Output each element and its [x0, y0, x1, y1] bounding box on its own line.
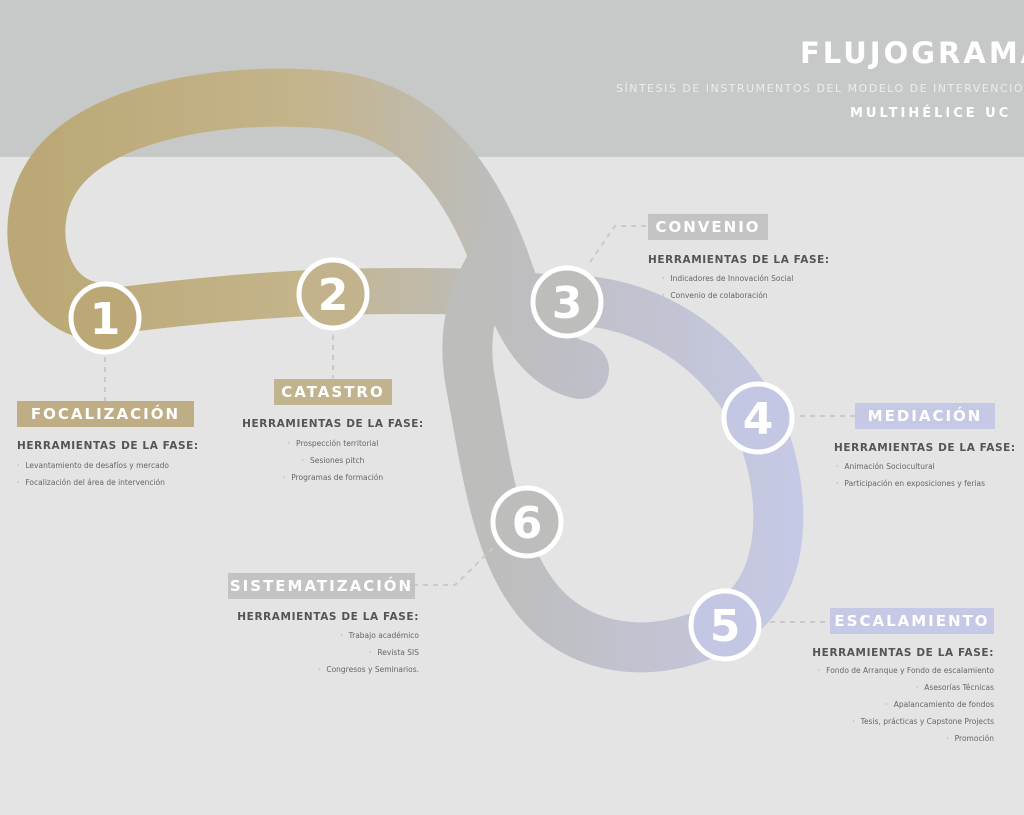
tools-heading-6: HERRAMIENTAS DE LA FASE: — [237, 611, 419, 623]
phase-node-6: 6 — [490, 485, 564, 559]
tool-item: Convenio de colaboración — [662, 287, 793, 304]
tool-item: Sesiones pitch — [223, 452, 443, 469]
tools-heading-5: HERRAMIENTAS DE LA FASE: — [812, 647, 994, 659]
phase-node-circle — [296, 257, 370, 331]
phase-label-escalamiento: ESCALAMIENTO — [830, 608, 994, 634]
phase-node-number: 2 — [318, 270, 349, 321]
phase-node-number: 4 — [743, 394, 774, 445]
phase-node-circle — [530, 265, 604, 339]
tools-heading-1: HERRAMIENTAS DE LA FASE: — [17, 440, 199, 452]
phase-label-focalizacion: FOCALIZACIÓN — [17, 401, 194, 427]
tool-item: Trabajo académico — [199, 627, 419, 644]
tool-item: Animación Sociocultural — [836, 458, 985, 475]
tool-item: Programas de formación — [223, 469, 443, 486]
phase-node-number: 1 — [90, 294, 121, 345]
tool-item: Tesis, prácticas y Capstone Projects — [744, 713, 994, 730]
phase-label-convenio: CONVENIO — [648, 214, 768, 240]
page-subtitle-brand: MULTIHÉLICE UC — [850, 106, 1012, 121]
tools-heading-3: HERRAMIENTAS DE LA FASE: — [648, 254, 830, 266]
phase-node-circle — [688, 588, 762, 662]
tools-list-2: Prospección territorial Sesiones pitch P… — [223, 435, 443, 486]
tool-item: Revista SIS — [199, 644, 419, 661]
phase-node-circle — [68, 281, 142, 355]
tools-list-4: Animación Sociocultural Participación en… — [836, 458, 985, 492]
phase-label-sistematizacion: SISTEMATIZACIÓN — [228, 573, 415, 599]
tool-item: Fondo de Arranque y Fondo de escalamient… — [744, 662, 994, 679]
phase-node-5: 5 — [688, 588, 762, 662]
phase-node-1: 1 — [68, 281, 142, 355]
page-title: FLUJOGRAMA — [800, 36, 1024, 70]
tools-list-5: Fondo de Arranque y Fondo de escalamient… — [744, 662, 994, 747]
tools-list-3: Indicadores de Innovación Social Conveni… — [662, 270, 793, 304]
tool-item: Asesorías Técnicas — [744, 679, 994, 696]
tool-item: Levantamiento de desafíos y mercado — [17, 457, 169, 474]
phase-node-3: 3 — [530, 265, 604, 339]
phase-node-circle — [490, 485, 564, 559]
tool-item: Apalancamiento de fondos — [744, 696, 994, 713]
page-subtitle: SÍNTESIS DE INSTRUMENTOS DEL MODELO DE I… — [616, 82, 1024, 95]
tool-item: Focalización del área de intervención — [17, 474, 169, 491]
connector-6 — [415, 547, 494, 586]
flow-band-loop — [442, 225, 804, 673]
tool-item: Participación en exposiciones y ferias — [836, 475, 985, 492]
phase-node-number: 3 — [552, 278, 583, 329]
phase-node-number: 5 — [710, 601, 741, 652]
tools-list-6: Trabajo académico Revista SIS Congresos … — [199, 627, 419, 678]
phase-node-2: 2 — [296, 257, 370, 331]
phase-label-mediacion: MEDIACIÓN — [855, 403, 995, 429]
tool-item: Prospección territorial — [223, 435, 443, 452]
phase-node-number: 6 — [512, 498, 543, 549]
tools-heading-4: HERRAMIENTAS DE LA FASE: — [834, 442, 1016, 454]
connector-3 — [589, 225, 648, 263]
tool-item: Promoción — [744, 730, 994, 747]
phase-node-4: 4 — [721, 381, 795, 455]
tool-item: Indicadores de Innovación Social — [662, 270, 793, 287]
phase-label-catastro: CATASTRO — [274, 379, 392, 405]
tool-item: Congresos y Seminarios. — [199, 661, 419, 678]
tools-heading-2: HERRAMIENTAS DE LA FASE: — [242, 418, 424, 430]
phase-node-circle — [721, 381, 795, 455]
tools-list-1: Levantamiento de desafíos y mercado Foca… — [17, 457, 169, 491]
